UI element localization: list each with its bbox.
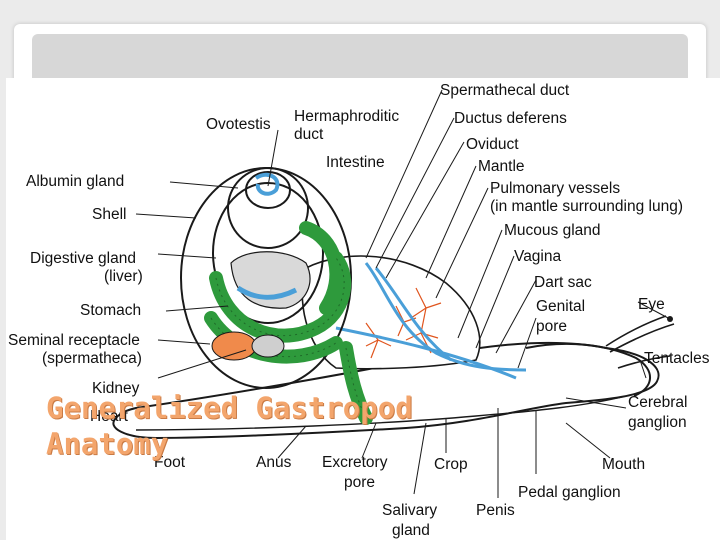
kidney-shape [251, 334, 285, 358]
label-vagina: Vagina [514, 248, 562, 265]
label-seminal-receptacle-line1: Seminal receptacle [8, 332, 140, 349]
label-anus: Anus [256, 454, 292, 471]
label-penis: Penis [476, 502, 515, 519]
label-hermaphroditic-duct-line2: duct [294, 126, 324, 143]
lower-tentacle [617, 355, 671, 369]
leader-lines [135, 89, 671, 498]
label-cerebral-ganglion-line1: Cerebral [628, 394, 688, 411]
label-albumin-gland: Albumin gland [26, 173, 125, 190]
label-hermaphroditic-duct-line1: Hermaphroditic [294, 108, 400, 125]
shell-spiral [180, 167, 352, 389]
label-mucous-gland: Mucous gland [504, 222, 601, 239]
label-ductus-deferens: Ductus deferens [454, 110, 567, 127]
label-crop: Crop [434, 456, 468, 473]
upper-tentacle [605, 315, 675, 353]
slide-title-line2: Anatomy [46, 427, 169, 461]
gastropod-anatomy-diagram: Spermathecal duct Ovotestis Hermaphrodit… [6, 78, 720, 540]
label-intestine: Intestine [326, 154, 385, 171]
label-genital-pore-line2: pore [536, 318, 568, 335]
label-cerebral-ganglion-line2: ganglion [628, 414, 687, 431]
label-mouth: Mouth [602, 456, 646, 473]
label-shell: Shell [92, 206, 127, 223]
anatomy-drawing [112, 89, 675, 498]
label-dart-sac: Dart sac [534, 274, 592, 291]
label-genital-pore-line1: Genital [536, 298, 586, 315]
label-digestive-gland-line1: Digestive gland [30, 250, 136, 267]
head-outline [525, 342, 651, 397]
label-spermathecal-duct: Spermathecal duct [440, 82, 570, 99]
label-excretory-pore-line1: Excretory [322, 454, 388, 471]
stomach-blue [236, 285, 298, 300]
label-excretory-pore-line2: pore [344, 474, 376, 491]
label-stomach: Stomach [80, 302, 142, 319]
label-foot: Foot [154, 454, 186, 471]
label-pulmonary-vessels-line1: Pulmonary vessels [490, 180, 621, 197]
intestine-stripes [210, 257, 367, 419]
label-ovotestis: Ovotestis [206, 116, 271, 133]
slide-title: Generalized Gastropod Anatomy [46, 390, 413, 462]
slide-title-line1: Generalized Gastropod [46, 391, 413, 425]
label-kidney: Kidney [92, 380, 140, 397]
slide-header-bar [32, 34, 688, 80]
label-tentacles: Tentacles [644, 350, 710, 367]
label-salivary-gland-line1: Salivary [382, 502, 438, 519]
label-eye: Eye [638, 296, 665, 313]
label-pulmonary-vessels-line2: (in mantle surrounding lung) [490, 198, 683, 215]
ovotestis-blue [254, 172, 280, 196]
label-pedal-ganglion: Pedal ganglion [518, 484, 621, 501]
seminal-receptacle [211, 331, 257, 361]
label-seminal-receptacle-line2: (spermatheca) [42, 350, 142, 367]
label-heart: Heart [90, 408, 128, 425]
label-mantle: Mantle [478, 158, 525, 175]
label-salivary-gland-line2: gland [392, 522, 430, 539]
label-digestive-gland-line2: (liver) [104, 268, 143, 285]
blue-vessels [335, 262, 527, 380]
label-oviduct: Oviduct [466, 136, 519, 153]
